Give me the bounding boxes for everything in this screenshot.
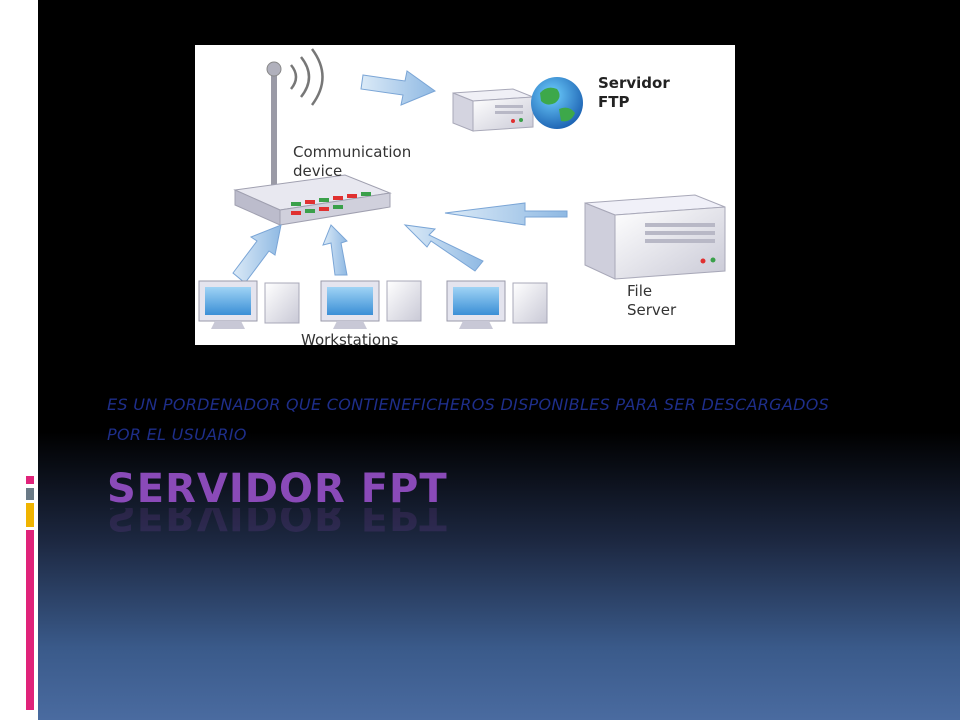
ftp-server-icon (452, 77, 583, 132)
arrow-from-file-server-icon (444, 202, 568, 226)
workstation-2-icon (320, 280, 422, 329)
file-server-label-1: File (627, 282, 652, 300)
comm-device-label-2: device (293, 162, 342, 180)
accent-bar-yellow (26, 503, 34, 527)
accent-bar-pink-small (26, 476, 34, 484)
arrow-from-workstation-2-icon (322, 224, 348, 276)
comm-device-label-1: Communication (293, 143, 411, 161)
file-server-label-2: Server (627, 301, 677, 319)
workstation-1-icon (198, 280, 300, 329)
globe-icon (531, 77, 583, 129)
slide-title: SERVIDOR FPT (107, 466, 448, 512)
workstations-label: Workstations (301, 331, 399, 345)
arrow-from-workstation-3-icon (403, 224, 484, 272)
body-text-line-1: ES UN PORDENADOR QUE CONTIENEFICHEROS DI… (107, 395, 830, 414)
accent-bar-pink-long (26, 530, 34, 710)
file-server-icon (584, 194, 726, 280)
body-text-line-2: POR EL USUARIO (107, 425, 247, 444)
arrow-to-ftp-icon (360, 70, 437, 106)
body-text: ES UN PORDENADOR QUE CONTIENEFICHEROS DI… (107, 390, 907, 450)
accent-bar-gray (26, 488, 34, 500)
network-diagram-svg: Communication device Servidor FTP (198, 48, 726, 345)
slide-title-reflection: SERVIDOR FPT (107, 508, 448, 538)
communication-device-icon (233, 174, 392, 226)
antenna-icon (266, 48, 324, 199)
workstation-3-icon (446, 280, 548, 329)
ftp-server-label-2: FTP (598, 93, 629, 111)
network-diagram: Communication device Servidor FTP (195, 45, 735, 345)
ftp-server-label-1: Servidor (598, 74, 670, 92)
arrow-from-workstation-1-icon (232, 224, 282, 284)
